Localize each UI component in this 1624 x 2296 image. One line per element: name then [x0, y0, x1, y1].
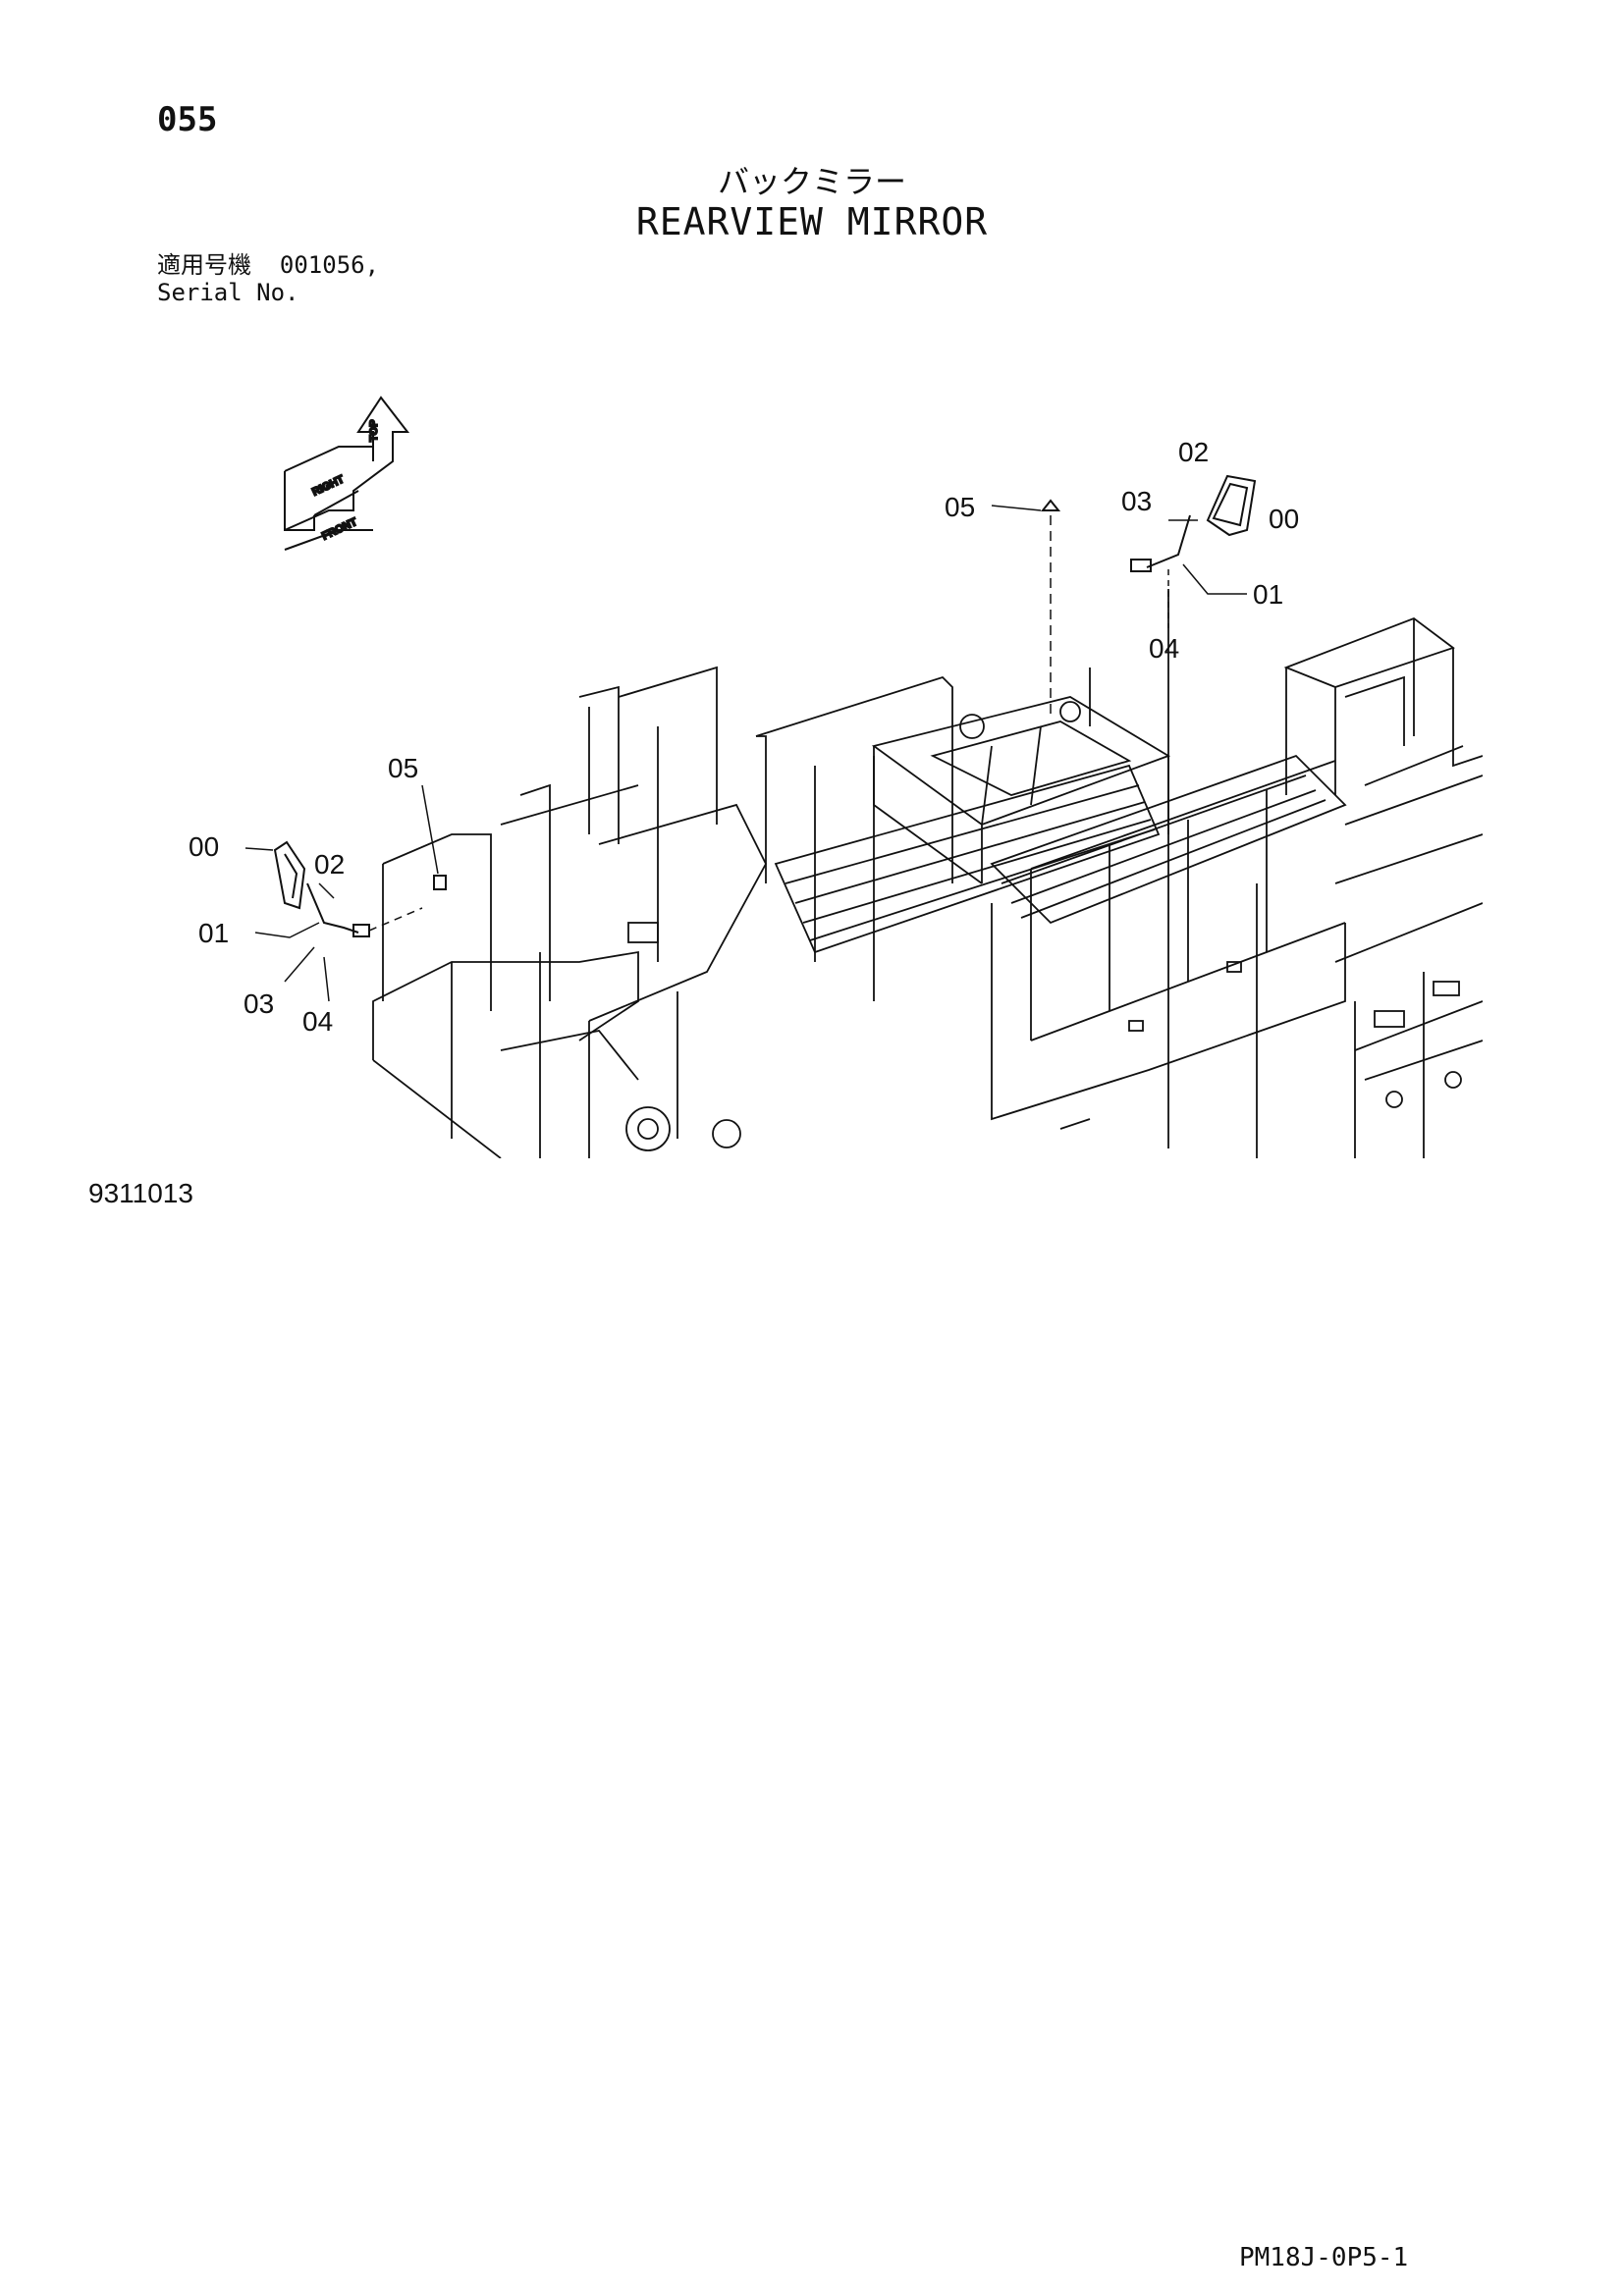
callout-left-03: 03: [244, 988, 274, 1019]
callout-right-01: 01: [1253, 579, 1283, 610]
left-mirror-bolt: [433, 875, 447, 890]
page-title-jp: バックミラー: [717, 163, 906, 200]
page-number: 055: [157, 100, 218, 139]
left-mirror-stay: [306, 882, 359, 934]
left-mirror-bracket: [352, 924, 370, 937]
serial-value: 001056,: [279, 251, 380, 279]
page-title: REARVIEW MIRROR: [635, 200, 989, 243]
serial-label-jp: 適用号機: [157, 251, 251, 279]
callout-left-05: 05: [388, 753, 418, 783]
serial-block: 適用号機 001056, Serial No.: [157, 251, 379, 306]
callout-right-03: 03: [1121, 486, 1152, 516]
callout-left-02: 02: [314, 849, 345, 880]
callout-left-00: 00: [189, 831, 219, 862]
orientation-front-label: FRONT: [320, 516, 359, 543]
right-mirror-bracket: [1130, 559, 1152, 572]
callout-left-01: 01: [198, 918, 229, 948]
callout-right-00: 00: [1269, 504, 1299, 534]
right-mirror-bolt: [1040, 499, 1061, 511]
left-mirror-head: [273, 840, 306, 910]
right-mirror-head: [1206, 474, 1257, 537]
machine-body: [372, 589, 1483, 1158]
callout-left-04: 04: [302, 1006, 333, 1037]
callout-right-05: 05: [945, 492, 975, 522]
serial-label-en: Serial No.: [157, 279, 299, 306]
figure-code: 9311013: [88, 1178, 193, 1208]
orientation-indicator: RIGHT FRONT TOP: [284, 396, 410, 551]
orientation-right-label: RIGHT: [310, 473, 346, 498]
left-mirror-assembly: [244, 784, 447, 1002]
callout-right-04: 04: [1149, 633, 1179, 664]
serial-row-jp: 適用号機 001056,: [157, 251, 379, 279]
right-mirror-stay: [1146, 514, 1191, 568]
footer-code: PM18J-0P5-1: [1239, 2243, 1409, 2272]
callout-right-02: 02: [1178, 437, 1209, 467]
parts-diagram: RIGHT FRONT TOP: [189, 396, 1483, 1158]
orientation-top-label: TOP: [368, 420, 380, 442]
